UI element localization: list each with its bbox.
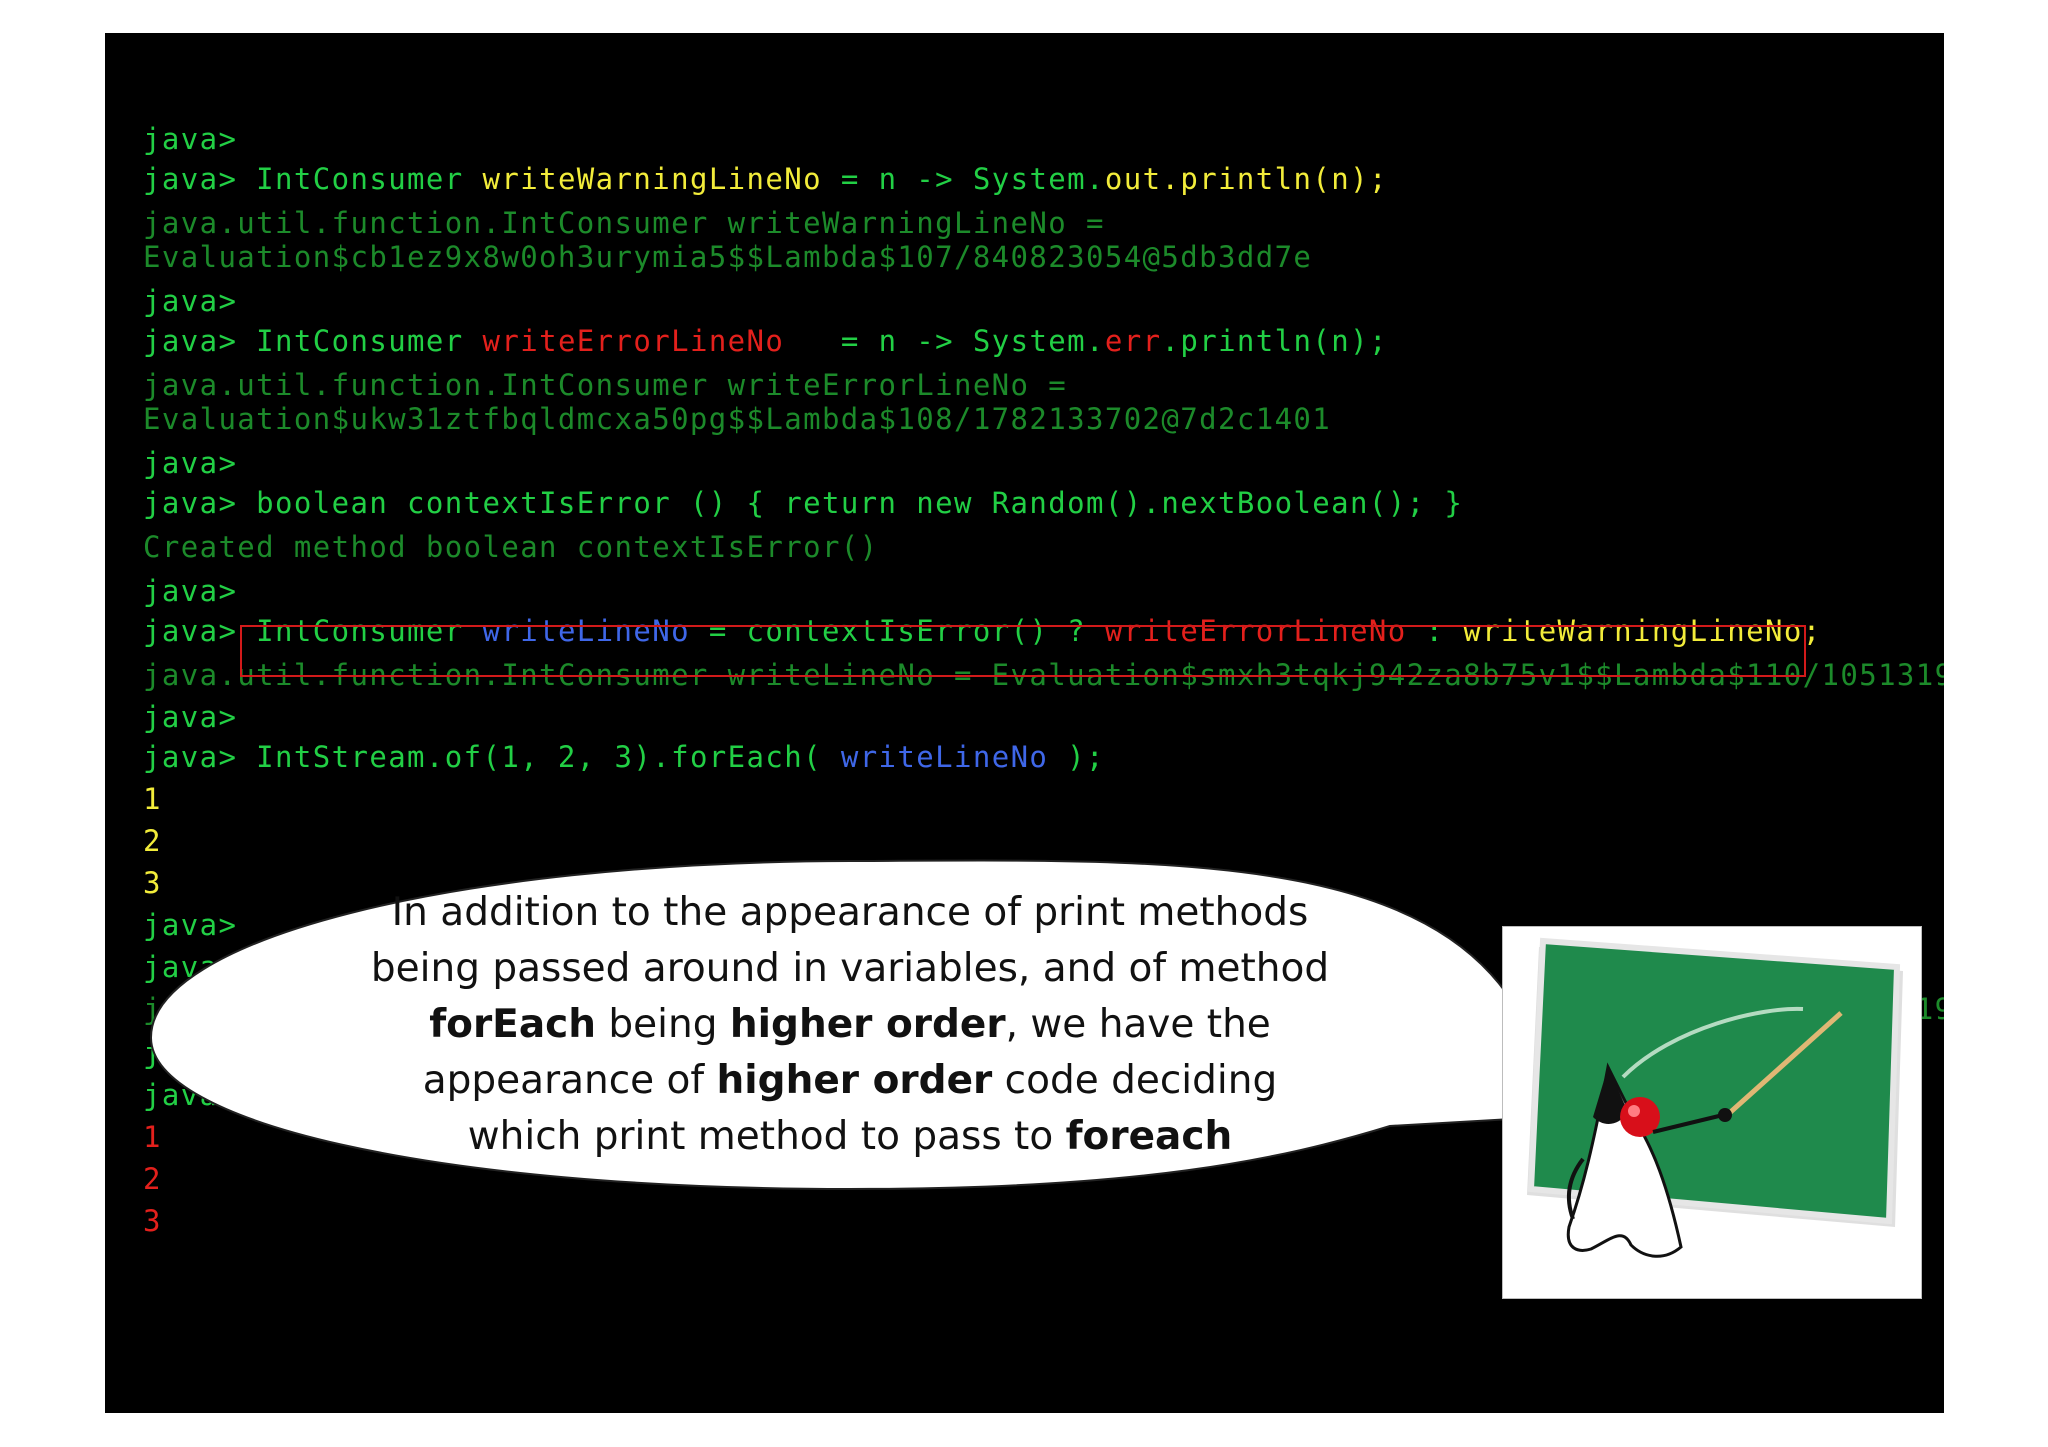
terminal-token: .println(n); bbox=[1161, 324, 1388, 358]
terminal-token: Evaluation$cb1ez9x8w0oh3urymia5$$Lambda$… bbox=[143, 240, 1313, 274]
terminal-token: java> bbox=[143, 574, 238, 608]
terminal-token: java> bbox=[143, 950, 238, 984]
terminal-line: 2 bbox=[143, 823, 162, 859]
duke-teacher-icon bbox=[1527, 937, 1903, 1258]
terminal-token: Created method boolean contextIsError() bbox=[143, 530, 879, 564]
terminal-token: java> bbox=[143, 614, 257, 648]
terminal-line: java> IntConsumer writeLineNo = contextI… bbox=[143, 613, 1822, 649]
terminal-token: ); bbox=[1048, 740, 1105, 774]
terminal-token: err bbox=[1104, 324, 1162, 358]
speech-bubble-text: In addition to the appearance of print m… bbox=[370, 885, 1330, 1165]
terminal-line: java> IntConsumer writeErrorLineNo = n -… bbox=[143, 323, 1388, 359]
terminal-token: java.util.function.IntConsumer writeErro… bbox=[143, 368, 1068, 402]
terminal-token: 3 bbox=[143, 1204, 162, 1238]
terminal-token: writeLineNo bbox=[482, 614, 690, 648]
duke-image bbox=[1502, 926, 1922, 1299]
terminal-token: java.util.function.IntConsumer writeWarn… bbox=[143, 206, 1105, 240]
terminal-token: out bbox=[1104, 162, 1162, 196]
terminal-token: : bbox=[1406, 614, 1464, 648]
terminal-token: java> bbox=[143, 284, 238, 318]
terminal-line: java> IntConsumer writeWarningLineNo = n… bbox=[143, 161, 1388, 197]
terminal-line: java> bbox=[143, 445, 237, 481]
terminal-token: 2 bbox=[143, 824, 162, 858]
terminal-line: java> bbox=[143, 573, 237, 609]
terminal-token: 3 bbox=[143, 866, 162, 900]
bubble-text-segment: code deciding which print method to pass… bbox=[467, 1058, 1278, 1159]
terminal-token: java> bbox=[143, 1078, 257, 1112]
terminal-line: Evaluation$cb1ez9x8w0oh3urymia5$$Lambda$… bbox=[143, 239, 1312, 275]
highlight-box bbox=[240, 625, 1806, 677]
terminal-line: 3 bbox=[143, 865, 162, 901]
bubble-text-segment: being bbox=[596, 1002, 730, 1047]
terminal-token: java> bbox=[143, 908, 238, 942]
terminal-line: java> bbox=[143, 121, 237, 157]
terminal-token: 1 bbox=[143, 1120, 162, 1154]
terminal-line: java> bbox=[143, 283, 237, 319]
bubble-text-segment: In addition to the appearance of print m… bbox=[370, 890, 1330, 991]
terminal-token: 2 bbox=[143, 1162, 162, 1196]
terminal-line: java> bbox=[143, 907, 237, 943]
bubble-emphasis: forEach bbox=[429, 1002, 597, 1047]
terminal-token: IntConsumer bbox=[256, 324, 483, 358]
bubble-emphasis: higher order bbox=[729, 1002, 1006, 1047]
terminal-token: java> bbox=[143, 486, 257, 520]
terminal-line: 1 bbox=[143, 781, 162, 817]
terminal-token: writeWarningLineNo; bbox=[1463, 614, 1822, 648]
terminal-token: .println(n); bbox=[1161, 162, 1388, 196]
terminal-token: writeWarningLineNo bbox=[482, 162, 822, 196]
terminal-line: java> boolean contextIsError () { return… bbox=[143, 485, 1463, 521]
terminal-line: 3 bbox=[143, 1203, 162, 1239]
terminal-token: = contextIsError() ? bbox=[689, 614, 1105, 648]
terminal-token: java> bbox=[143, 446, 238, 480]
terminal-token: java> bbox=[143, 122, 238, 156]
terminal-line: java> bbox=[143, 1035, 237, 1071]
terminal-token: java> bbox=[143, 740, 257, 774]
terminal-line: java.util.function.IntConsumer writeWarn… bbox=[143, 205, 1105, 241]
terminal-line: Evaluation$ukw31ztfbqldmcxa50pg$$Lambda$… bbox=[143, 401, 1331, 437]
duke-body bbox=[1566, 1062, 1683, 1258]
terminal-token: writeErrorLineNo bbox=[482, 324, 785, 358]
terminal-line: java> bbox=[143, 699, 237, 735]
terminal-token: writeErrorLineNo bbox=[1104, 614, 1407, 648]
terminal-token: = n -> System. bbox=[784, 324, 1105, 358]
terminal-token: java> bbox=[143, 324, 257, 358]
terminal-token: boolean contextIsError () { return new R… bbox=[256, 486, 1464, 520]
terminal-token: java> bbox=[143, 700, 238, 734]
terminal-token: IntConsumer bbox=[256, 614, 483, 648]
terminal-token: IntStream.of(1, 2, 3).forEach( bbox=[256, 740, 841, 774]
terminal-line: 2 bbox=[143, 1161, 162, 1197]
terminal-line: java.util.function.IntConsumer writeErro… bbox=[143, 367, 1067, 403]
terminal-line: java> IntStream.of(1, 2, 3).forEach( wri… bbox=[143, 739, 1105, 775]
bubble-emphasis: higher order bbox=[716, 1058, 993, 1103]
terminal-token: 1 bbox=[143, 782, 162, 816]
terminal-token: java> bbox=[143, 162, 257, 196]
bubble-emphasis: foreach bbox=[1065, 1114, 1233, 1159]
terminal-line: Created method boolean contextIsError() bbox=[143, 529, 879, 565]
terminal-line: 1 bbox=[143, 1119, 162, 1155]
terminal-token: Evaluation$ukw31ztfbqldmcxa50pg$$Lambda$… bbox=[143, 402, 1332, 436]
pointer-stick bbox=[1723, 1011, 1843, 1119]
bubble-text-segment: , we have the appearance of bbox=[422, 1002, 1271, 1103]
terminal-token: writeLineNo bbox=[840, 740, 1049, 774]
terminal-token: IntConsumer bbox=[256, 162, 483, 196]
terminal-token: = n -> System. bbox=[821, 162, 1105, 196]
terminal-token: java> bbox=[143, 1036, 238, 1070]
terminal-line: java> bbox=[143, 949, 237, 985]
